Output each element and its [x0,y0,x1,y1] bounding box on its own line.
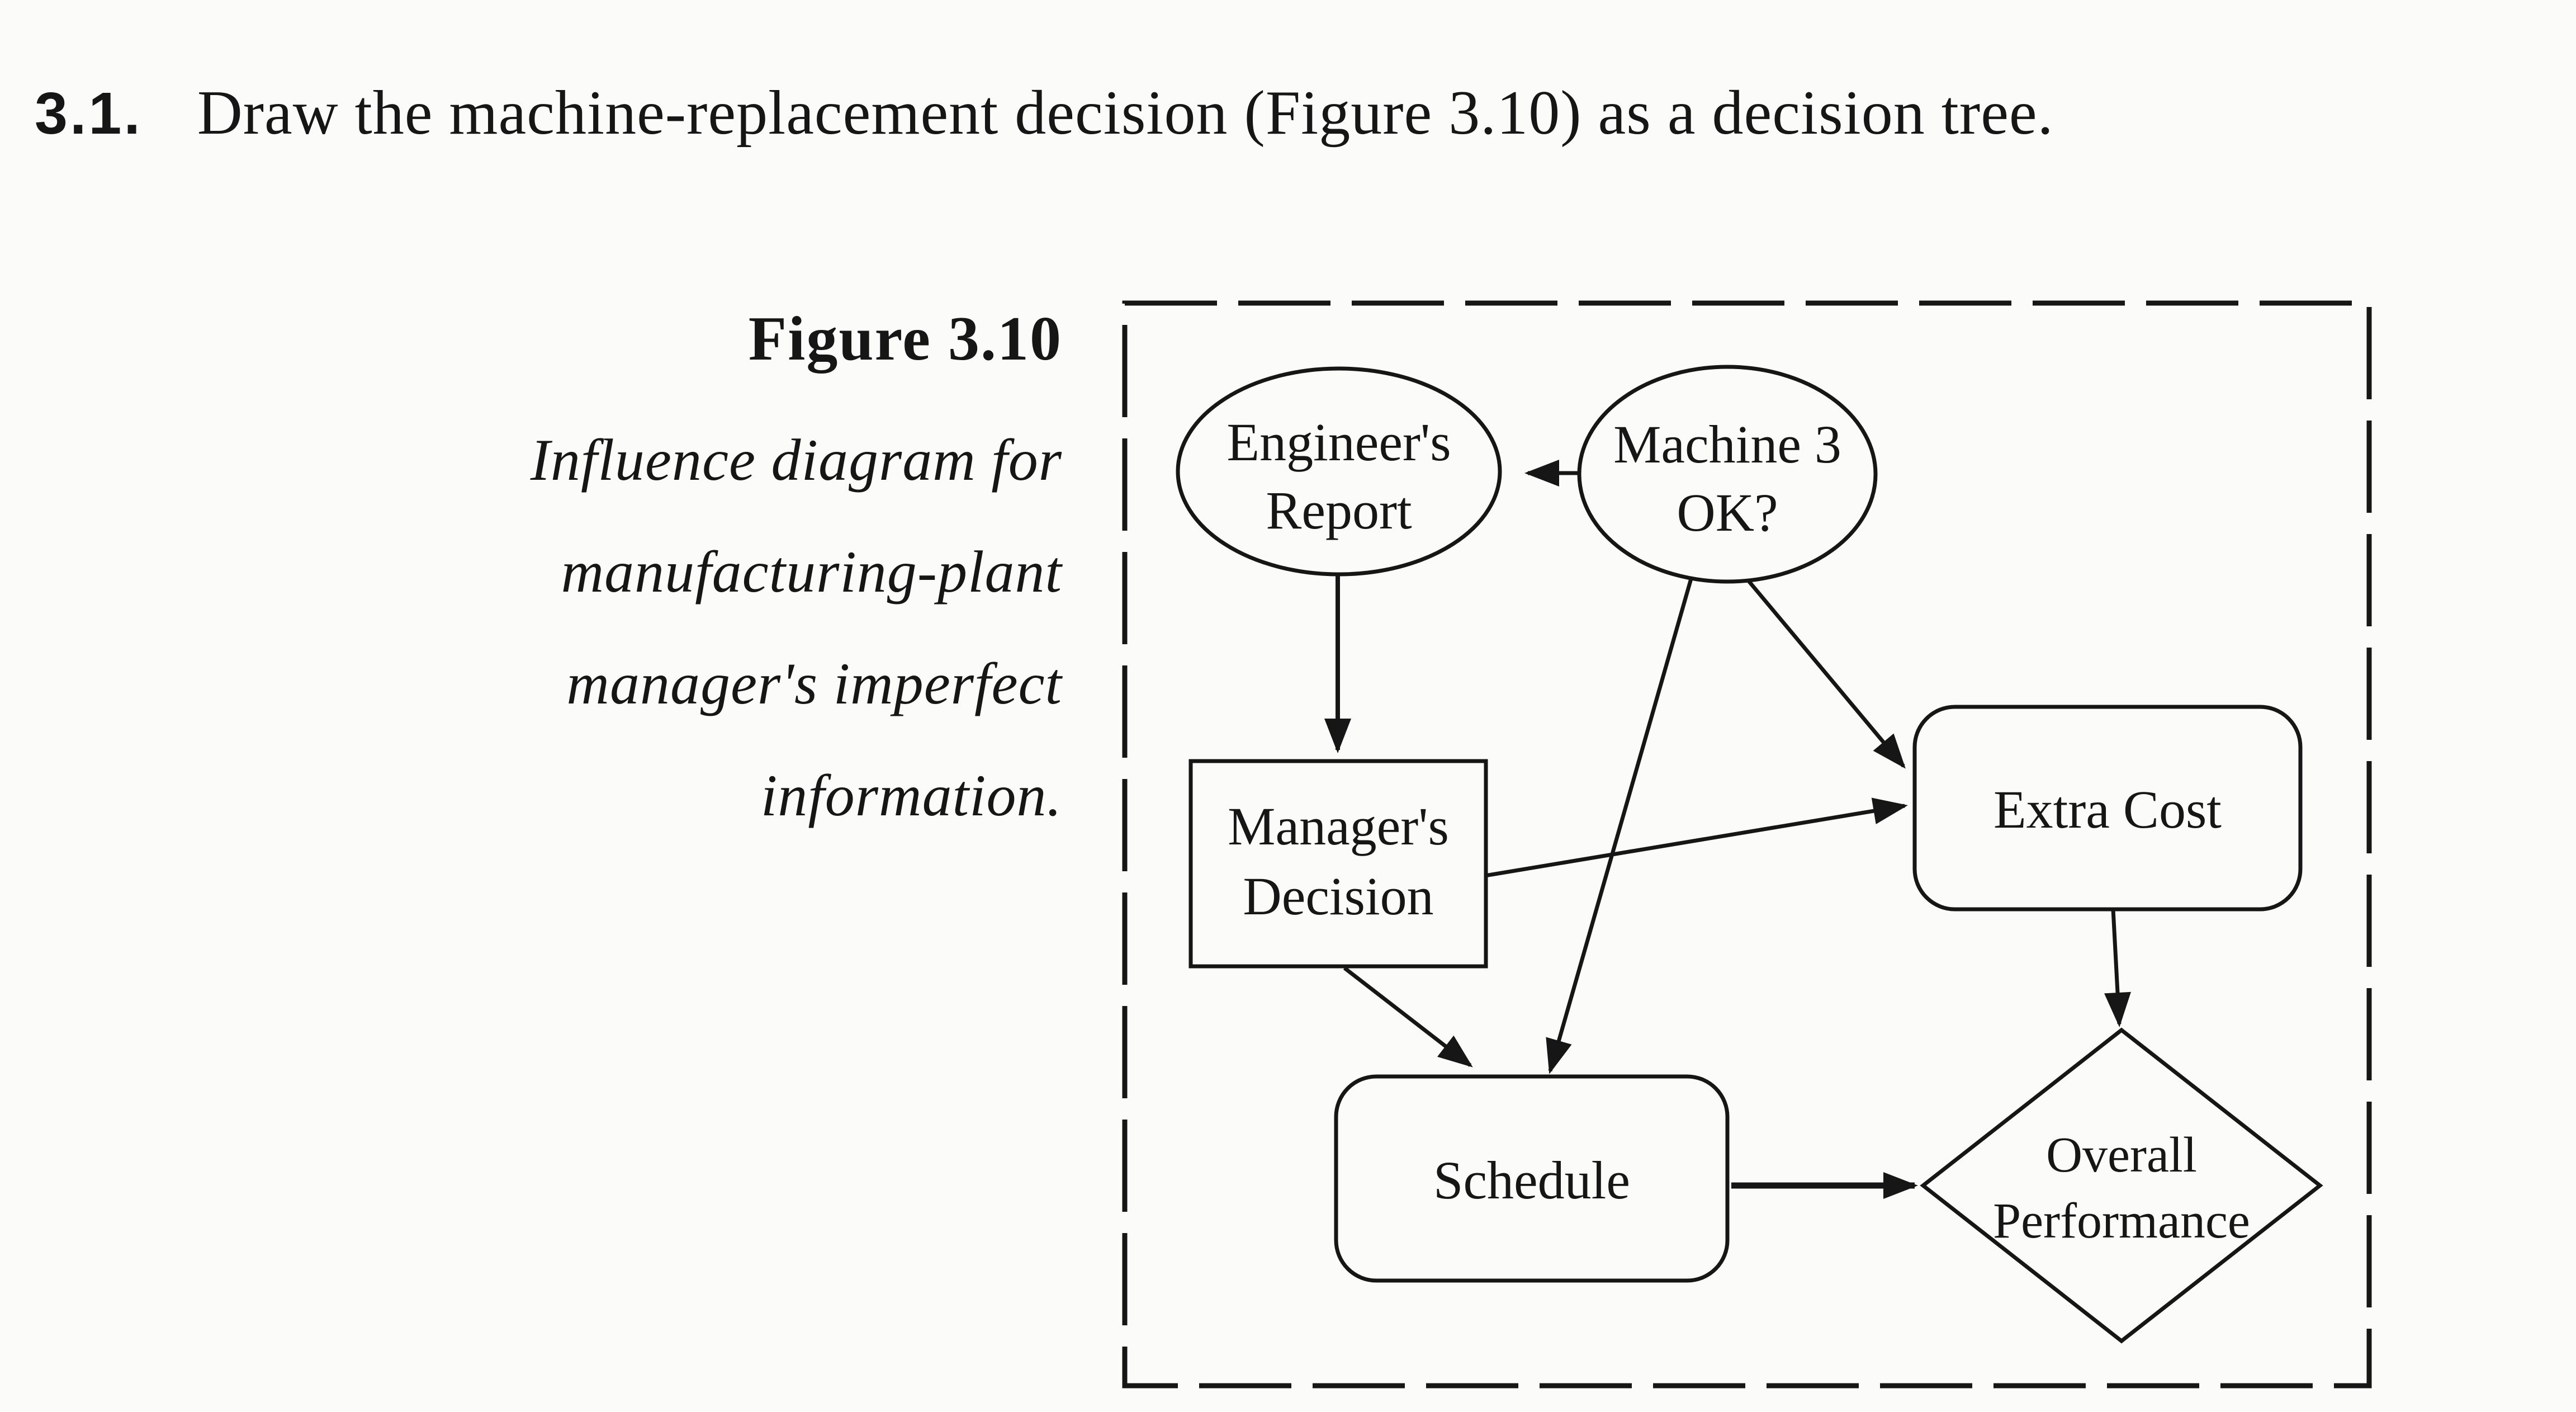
figure-caption-line: manufacturing-plant [561,539,1062,605]
consequence-node-shape [1912,705,2303,912]
figure-caption-line: information. [760,763,1062,828]
consequence-node-shape [1334,1074,1730,1283]
edge-managers-decision-to-schedule-arrow [1343,966,1473,1068]
edge-machine3-to-extra-cost-arrow [1744,576,1906,769]
node-managers-decision: Manager's Decision [1188,759,1488,969]
node-engineers-report: Engineer's Report [1176,366,1502,577]
figure-caption-line: manager's imperfect [566,651,1062,716]
chance-node-shape [1176,366,1502,577]
node-label-line: Overall [2046,1127,2197,1183]
node-label-line: Report [1266,480,1412,540]
node-label-line: Schedule [1433,1150,1630,1210]
figure-caption: Influence diagram for manufacturing-plan… [478,404,1062,852]
problem-statement: 3.1. Draw the machine-replacement decisio… [35,77,2054,149]
node-extra-cost: Extra Cost [1912,705,2303,912]
chance-node-shape [1577,365,1878,584]
node-label-line: Extra Cost [1993,780,2222,839]
node-overall-performance: Overall Performance [1920,1027,2323,1344]
node-label-line: Engineer's [1227,412,1451,472]
node-machine-3-ok: Machine 3 OK? [1577,365,1878,584]
diagram-border [1122,300,2372,1389]
influence-diagram: Engineer's Report Machine 3 OK? Manager'… [1122,300,2372,1389]
decision-node-shape [1188,759,1488,969]
problem-number: 3.1. [35,81,143,147]
problem-text: Draw the machine-replacement decision (F… [197,78,2054,148]
edge-machine3-to-schedule-arrow [1546,570,1696,1074]
figure-label: Figure 3.10 [748,304,1062,374]
node-label-line: Performance [1993,1193,2250,1249]
node-label-line: OK? [1677,483,1778,542]
node-label-line: Manager's [1228,796,1449,856]
edge-managers-decision-to-extra-cost-arrow [1481,797,1908,879]
edge-extra-cost-to-overall-performance-arrow [2104,909,2131,1027]
figure-caption-line: Influence diagram for [530,427,1062,493]
node-schedule: Schedule [1334,1074,1730,1283]
node-label-line: Decision [1243,866,1433,926]
node-label-line: Machine 3 [1613,414,1841,474]
figure-caption-block: Figure 3.10 Influence diagram for manufa… [478,303,1062,852]
payoff-node-shape [1920,1027,2323,1344]
